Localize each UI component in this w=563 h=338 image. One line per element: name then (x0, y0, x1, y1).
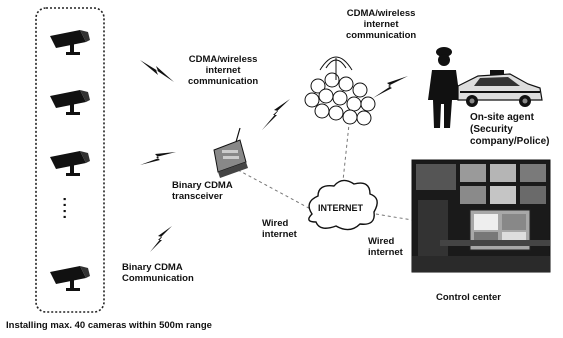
control-center-photo (411, 159, 551, 273)
label-on-site-agent: On-site agent (Security company/Police) (470, 112, 550, 147)
internet-cloud-icon (308, 179, 378, 231)
police-car-icon (457, 70, 543, 107)
link-transceiver-internet (237, 169, 319, 214)
cctv-camera-icon (50, 266, 90, 291)
transceiver-icon (213, 127, 248, 178)
bolt-icon (140, 60, 174, 82)
camera-ellipsis: :: (62, 193, 68, 222)
bolt-icon (262, 99, 290, 130)
bolt-icon (373, 76, 408, 98)
cctv-camera-icon (50, 30, 90, 55)
wireless-bolts (140, 60, 408, 252)
camera-group-border (35, 7, 105, 313)
label-caption: Installing max. 40 cameras within 500m r… (6, 320, 212, 331)
label-wired-internet-right: Wired internet (368, 236, 403, 258)
wireless-network-node-icon (304, 56, 376, 126)
label-control-center: Control center (436, 292, 501, 303)
label-cdma-wireless-top: CDMA/wireless internet communication (346, 8, 417, 41)
bolt-icon (150, 226, 172, 252)
label-internet: INTERNET (318, 203, 363, 213)
label-binary-cdma-communication: Binary CDMA Communication (122, 262, 194, 284)
link-internet-control-center (369, 212, 413, 221)
bolt-icon (140, 152, 176, 165)
label-wired-internet-left: Wired internet (262, 218, 297, 240)
link-network-internet (341, 114, 351, 191)
cctv-camera-icon (50, 151, 90, 176)
police-officer-icon (428, 47, 460, 128)
label-cdma-wireless-left: CDMA/wireless internet communication (188, 54, 259, 87)
cctv-camera-icon (50, 90, 90, 115)
label-binary-cdma-transceiver: Binary CDMA transceiver (172, 180, 233, 202)
